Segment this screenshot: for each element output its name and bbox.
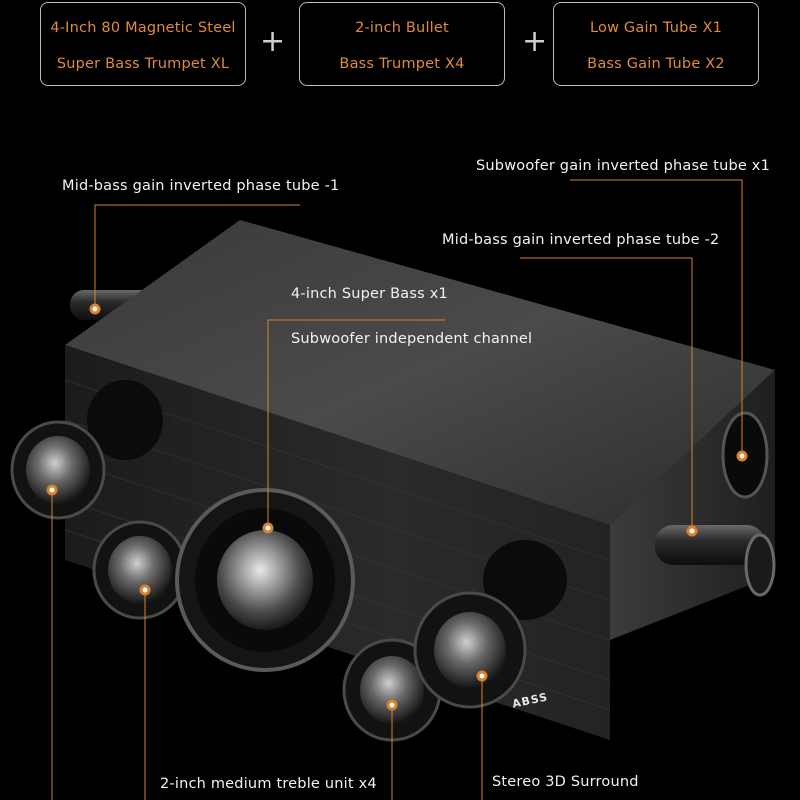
main-woofer (175, 488, 355, 672)
treble-driver-1 (10, 420, 106, 520)
treble-driver-4 (413, 591, 527, 709)
callout-subwoofer-tube: Subwoofer gain inverted phase tube x1 (476, 158, 770, 174)
callout-lines (51, 179, 743, 800)
callout-stereo-surround: Stereo 3D Surround (492, 774, 639, 790)
spec-box-woofer: 4-Inch 80 Magnetic Steel Super Bass Trum… (40, 2, 246, 86)
front-port-left (87, 380, 163, 460)
plus-icon: + (522, 24, 548, 59)
right-bass-tube (655, 525, 765, 565)
spec-bullet-line2: Bass Trumpet X4 (339, 56, 465, 72)
treble-driver-2 (92, 520, 188, 620)
spec-box-bullet: 2-inch Bullet Bass Trumpet X4 (299, 2, 505, 86)
spec-bullet-line1: 2-inch Bullet (355, 20, 449, 36)
callout-treble-units: 2-inch medium treble unit x4 (160, 776, 377, 792)
spec-tubes-line1: Low Gain Tube X1 (589, 20, 723, 36)
callout-subwoofer-channel: Subwoofer independent channel (291, 331, 533, 347)
spec-box-tubes: Low Gain Tube X1 Bass Gain Tube X2 (553, 2, 759, 86)
cabinet-top (65, 220, 775, 525)
callout-super-bass: 4-inch Super Bass x1 (291, 286, 448, 302)
plus-icon: + (260, 24, 286, 59)
spec-tubes-line2: Bass Gain Tube X2 (587, 56, 725, 72)
front-port-right (483, 540, 567, 620)
spec-woofer-line2: Super Bass Trumpet XL (56, 56, 230, 72)
callout-midbass-tube-2: Mid-bass gain inverted phase tube -2 (442, 232, 720, 248)
callout-midbass-tube-1: Mid-bass gain inverted phase tube -1 (62, 178, 340, 194)
callout-dots (46, 303, 748, 711)
spec-woofer-line1: 4-Inch 80 Magnetic Steel (50, 20, 236, 36)
